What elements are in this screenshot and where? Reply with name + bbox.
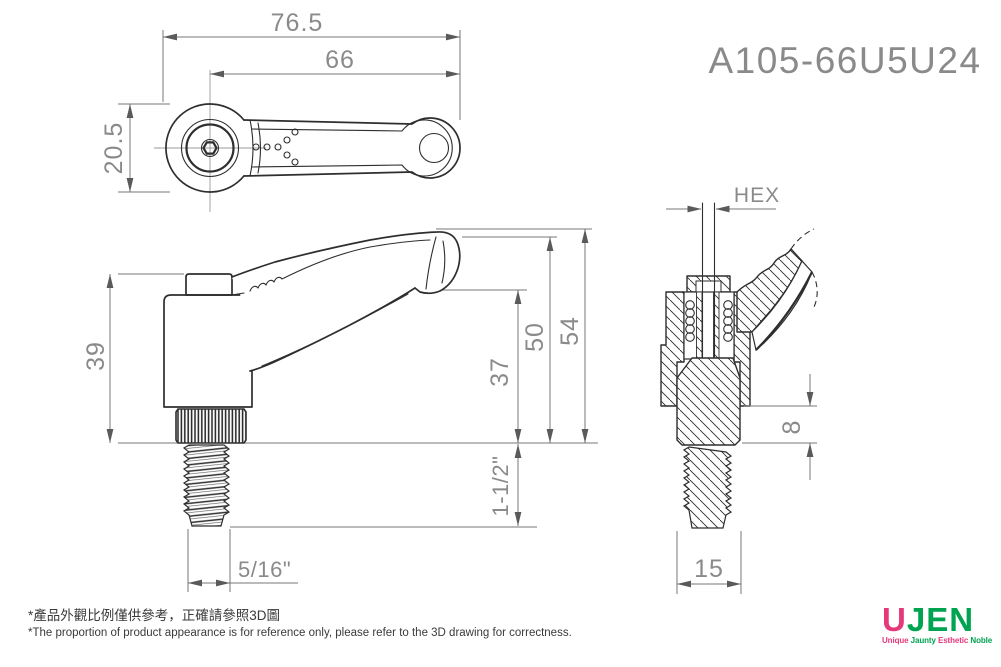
logo-wordmark: UJEN: [882, 601, 994, 638]
spring-coils: [685, 300, 733, 342]
part-number: A105-66U5U24: [708, 40, 981, 81]
dim-collar-height: 8: [778, 420, 806, 435]
threaded-stud: [182, 444, 231, 527]
body: [163, 294, 253, 408]
disclaimer-notes: *產品外觀比例僅供參考，正確請參照3D圖 *The proportion of …: [28, 606, 572, 641]
dim-top-height: 50: [521, 322, 549, 352]
section-view: HEX 8 15: [660, 184, 818, 594]
dim-body-height: 39: [82, 341, 110, 371]
core: [676, 357, 741, 446]
logo-tagline: Unique Jaunty Esthetic Noble: [882, 636, 994, 645]
release-button: [185, 273, 233, 296]
top-view-part: [165, 103, 461, 193]
side-view-part: [163, 231, 461, 527]
ujen-logo: UJEN Unique Jaunty Esthetic Noble: [882, 601, 994, 645]
tagline-word: Noble: [970, 636, 993, 645]
hex-socket-icon: [202, 141, 218, 155]
side-view-dimensions: 39 37 50 54 1-1/2": [82, 229, 589, 592]
handle-arm: [231, 231, 461, 372]
tagline-word: Esthetic: [937, 636, 969, 645]
logo-wordmark-u: U: [882, 601, 907, 638]
dots-pattern-icon: [252, 128, 299, 166]
section-dimensions: HEX 8 15: [666, 184, 817, 594]
logo-wordmark-jen: JEN: [906, 601, 975, 638]
break-line: [790, 228, 815, 250]
top-view-centerlines: [154, 70, 266, 212]
side-view: 39 37 50 54 1-1/2": [82, 228, 598, 592]
tagline-word: Unique: [882, 636, 909, 645]
note-chinese: *產品外觀比例僅供參考，正確請參照3D圖: [28, 608, 281, 623]
dim-arm-length: 66: [325, 46, 355, 74]
sectioned-stud: [682, 446, 733, 529]
dim-head-width: 20.5: [100, 122, 128, 175]
dim-thread-length: 1-1/2": [488, 456, 513, 517]
top-view: 76.5 66 20.5: [100, 9, 461, 212]
section-part: [660, 202, 818, 529]
dim-underside-height: 37: [486, 357, 514, 387]
top-view-dimensions: 76.5 66 20.5: [100, 9, 461, 193]
dim-hex: HEX: [734, 184, 780, 207]
knurled-collar: [175, 408, 247, 444]
break-line: [811, 271, 818, 308]
note-english: *The proportion of product appearance is…: [28, 627, 572, 639]
dim-thread-size: 5/16": [238, 557, 291, 582]
tagline-word: Jaunty: [910, 636, 936, 645]
dim-overall-height: 54: [556, 316, 584, 346]
dim-base-width: 15: [694, 555, 724, 583]
dim-total-width: 76.5: [271, 9, 324, 37]
